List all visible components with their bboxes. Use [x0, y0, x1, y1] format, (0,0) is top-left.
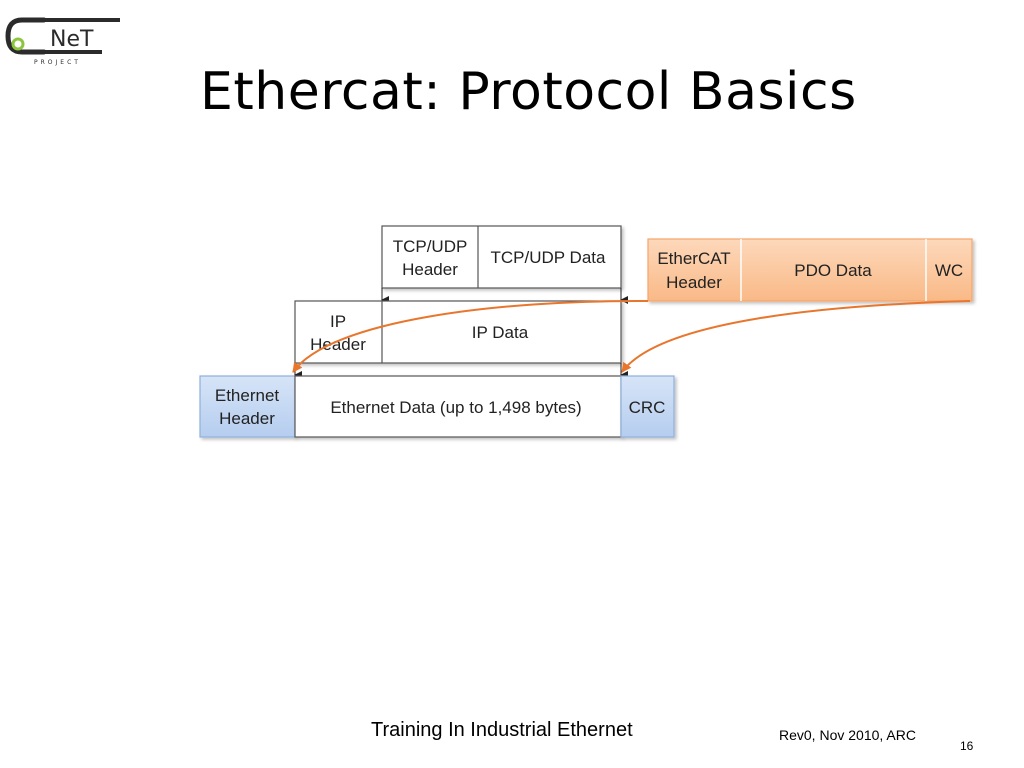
tcp-udp-data-label: TCP/UDP Data [491, 248, 606, 267]
wc-label: WC [935, 261, 963, 280]
ethercat-row-box [647, 238, 973, 302]
crc-label: CRC [629, 398, 666, 417]
revision-text: Rev0, Nov 2010, ARC [779, 727, 916, 743]
ethernet-header-line1: Ethernet [215, 386, 280, 405]
ip-data-label: IP Data [472, 323, 529, 342]
ip-header-line2: Header [310, 335, 366, 354]
logo-text: NeT [50, 27, 94, 52]
ethercat-header-line1: EtherCAT [657, 249, 730, 268]
cnet-logo: NeT PROJECT [5, 17, 120, 66]
ethercat-end-arrow [621, 300, 971, 373]
ethernet-row: Ethernet Header Ethernet Data (up to 1,4… [199, 375, 675, 438]
ethernet-data-label: Ethernet Data (up to 1,498 bytes) [330, 398, 581, 417]
tcp-udp-row: TCP/UDP Header TCP/UDP Data [381, 225, 622, 289]
logo-subtext: PROJECT [34, 59, 81, 66]
ip-row: IP Header IP Data [294, 300, 622, 364]
tcp-udp-header-line2: Header [402, 260, 458, 279]
tcp-udp-header-line1: TCP/UDP [393, 237, 468, 256]
ethercat-row: EtherCAT Header PDO Data WC [647, 238, 973, 302]
footer-text: Training In Industrial Ethernet [371, 719, 633, 741]
tcp-udp-row-box [381, 225, 622, 289]
page-number: 16 [960, 739, 974, 753]
ip-header-line1: IP [330, 312, 346, 331]
ethercat-header-arrow [292, 299, 649, 373]
ethernet-data-box [294, 375, 622, 438]
ethernet-header-line2: Header [219, 409, 275, 428]
pdo-data-label: PDO Data [794, 261, 872, 280]
crc-box [620, 375, 675, 438]
slide-title: Ethercat: Protocol Basics [200, 62, 857, 122]
ethercat-header-line2: Header [666, 273, 722, 292]
